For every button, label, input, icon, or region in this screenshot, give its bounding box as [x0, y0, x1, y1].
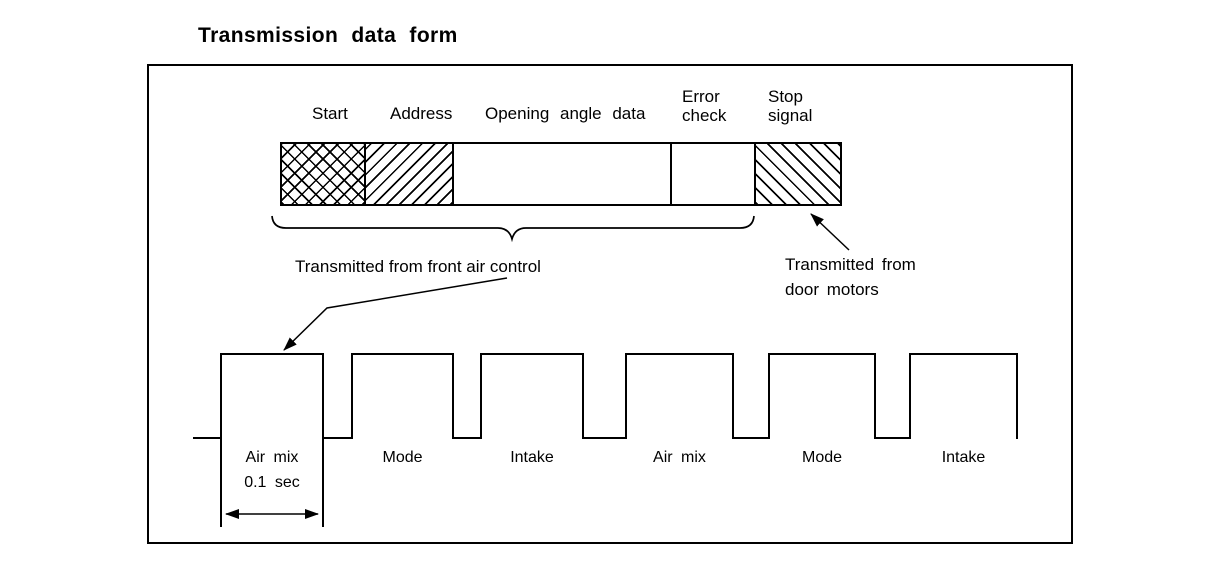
annotation-door-motors-line2: door motors [785, 280, 879, 299]
pulse-air-mix-1 [220, 353, 324, 439]
segment-error-check [672, 144, 756, 204]
annotation-front-air-control: Transmitted from front air control [295, 257, 541, 276]
pulse-label-mode-2: Mode [801, 449, 843, 466]
pulse-label-air-mix-2: Air mix [653, 449, 706, 466]
segment-address [366, 144, 454, 204]
diagram-border-box [147, 64, 1073, 544]
pulse-label-intake-1: Intake [510, 449, 554, 466]
pulse-intake-2 [909, 353, 1018, 439]
segment-label-stop-signal: Stop signal [768, 87, 813, 125]
data-frame-bar [280, 142, 842, 206]
pulse-label-mode-1: Mode [382, 449, 423, 466]
waveform-baseline [193, 437, 1017, 439]
dimension-extension-line-left [220, 439, 222, 527]
pulse-air-mix-2 [625, 353, 734, 439]
pulse-label-air-mix-1: Air mix [245, 449, 299, 466]
annotation-door-motors: Transmitted from door motors [785, 252, 916, 302]
duration-label: 0.1 sec [244, 474, 300, 491]
segment-label-error-check: Error check [682, 87, 727, 125]
pulse-label-intake-2: Intake [941, 449, 986, 466]
pulse-mode-1 [351, 353, 454, 439]
diagram-title: Transmission data form [198, 24, 458, 47]
segment-stop-signal [756, 144, 840, 204]
dimension-extension-line-right [322, 439, 324, 527]
pulse-mode-2 [768, 353, 876, 439]
annotation-door-motors-line1: Transmitted from [785, 255, 916, 274]
segment-label-start: Start [312, 104, 348, 123]
segment-label-opening-angle-data: Opening angle data [485, 104, 646, 123]
pulse-intake-1 [480, 353, 584, 439]
segment-start [282, 144, 366, 204]
segment-label-address: Address [390, 104, 453, 123]
segment-opening-angle-data [454, 144, 672, 204]
